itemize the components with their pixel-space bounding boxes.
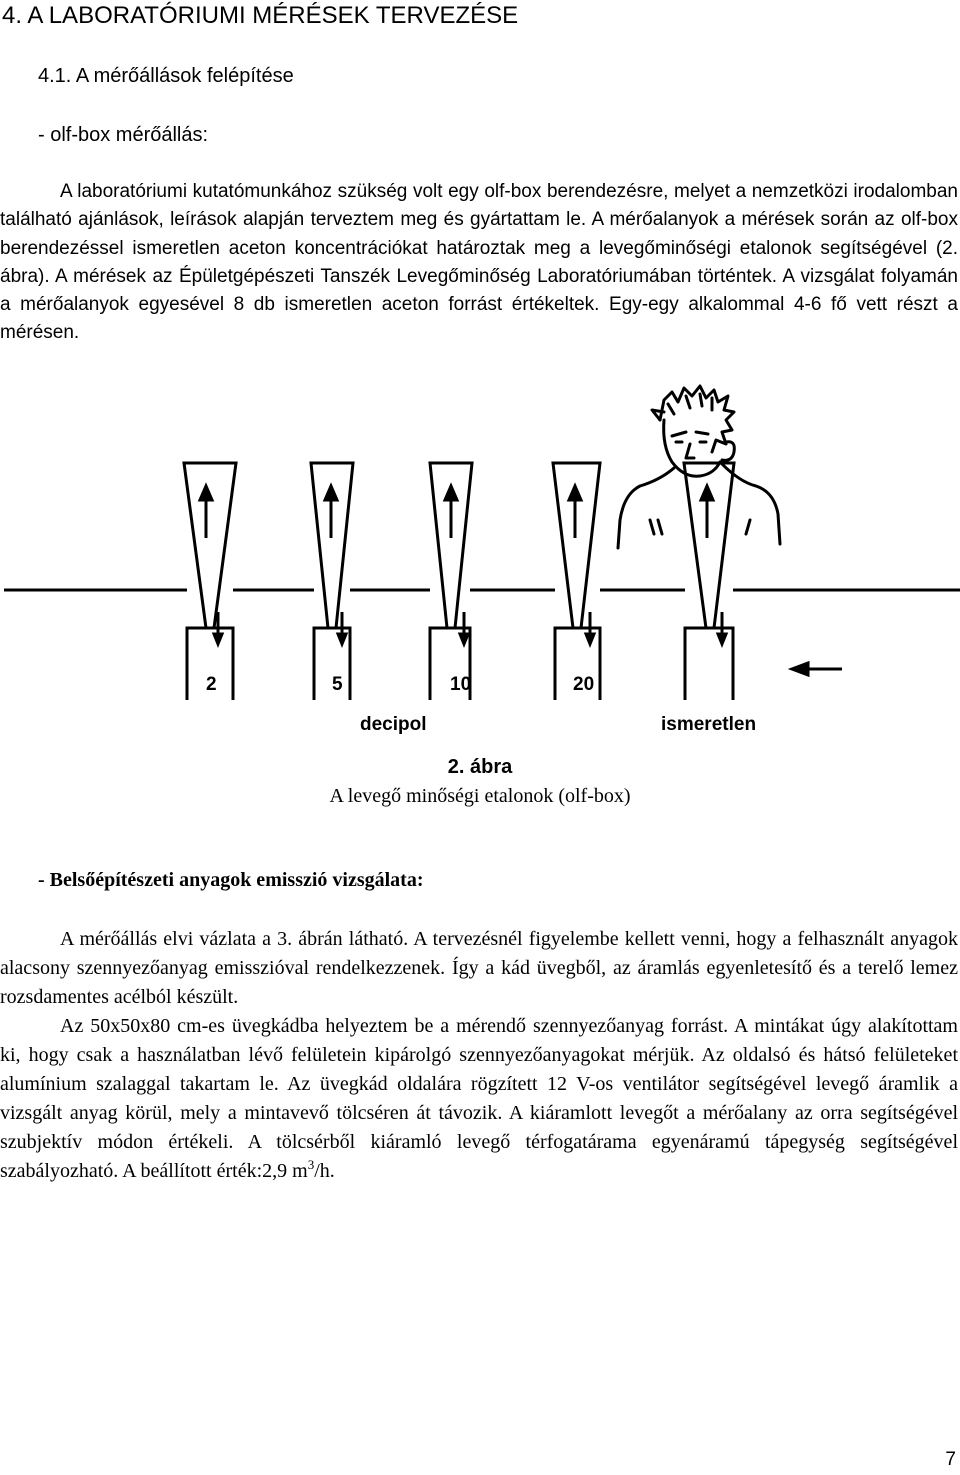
section-heading: 4.1. A mérőállások felépítése	[38, 65, 294, 87]
paragraph-emission-2: Az 50x50x80 cm-es üvegkádba helyeztem be…	[0, 1012, 958, 1186]
paragraph-emission-2-text: Az 50x50x80 cm-es üvegkádba helyeztem be…	[0, 1015, 958, 1182]
label-ismeretlen: ismeretlen	[661, 714, 756, 735]
page-number: 7	[945, 1449, 956, 1470]
paragraph-text: A laboratóriumi kutatómunkához szükség v…	[0, 181, 958, 344]
label-2: 2	[206, 674, 217, 695]
label-decipol: decipol	[360, 714, 427, 735]
subsection-olf-box: - olf-box mérőállás:	[38, 124, 209, 146]
figure-labels: 2 5 10 20 decipol ismeretlen	[206, 674, 756, 735]
paragraph-emission: A mérőállás elvi vázlata a 3. ábrán láth…	[0, 925, 958, 1186]
subsection-emission: - Belsőépítészeti anyagok emisszió vizsg…	[38, 869, 424, 891]
flow-arrows	[197, 482, 842, 678]
label-10: 10	[450, 674, 471, 695]
apparatus	[4, 461, 960, 700]
figure-number: 2. ábra	[447, 756, 513, 778]
olf-box-figure: 2 5 10 20 decipol ismeretlen	[4, 384, 960, 735]
label-20: 20	[573, 674, 594, 695]
figure-caption: A levegő minőségi etalonok (olf-box)	[329, 785, 631, 807]
paragraph-emission-2-end: /h.	[314, 1160, 335, 1182]
person-sketch	[616, 384, 782, 550]
chapter-heading: 4. A LABORATÓRIUMI MÉRÉSEK TERVEZÉSE	[2, 2, 519, 29]
superscript-3: 3	[307, 1157, 315, 1172]
paragraph-olf-box: A laboratóriumi kutatómunkához szükség v…	[0, 178, 958, 348]
label-5: 5	[332, 674, 343, 695]
paragraph-emission-1: A mérőállás elvi vázlata a 3. ábrán láth…	[0, 928, 958, 1008]
